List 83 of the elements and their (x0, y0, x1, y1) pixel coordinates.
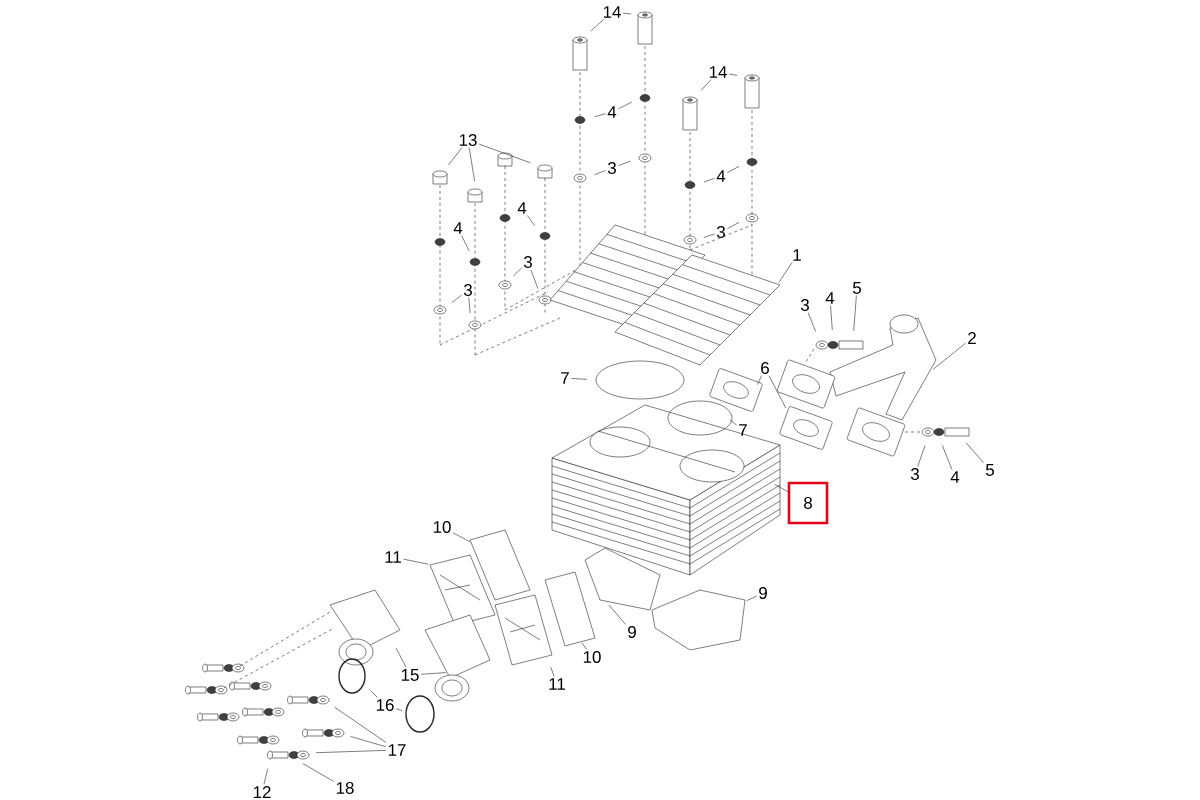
callout-number: 3 (800, 299, 809, 311)
leader-line (917, 445, 926, 467)
leader-line (461, 235, 470, 252)
callout-number: 9 (628, 626, 636, 638)
leader-line (965, 442, 984, 463)
leader-line (350, 736, 387, 748)
callout-number: 6 (761, 362, 769, 374)
callout-number: 3 (463, 284, 472, 296)
callout-number: 4 (607, 106, 617, 118)
leader-line (729, 419, 737, 426)
leader-line (703, 233, 715, 238)
leader-line (581, 642, 587, 650)
leader-line (395, 647, 407, 668)
leader-line (370, 690, 378, 698)
leader-line (700, 79, 712, 91)
callout-number: 2 (968, 332, 976, 344)
leader-line (932, 342, 966, 370)
callout-number: 4 (950, 471, 960, 483)
callout-number: 9 (759, 587, 767, 599)
callout-number: 16 (376, 699, 394, 711)
leader-line (420, 672, 447, 675)
leader-line (727, 166, 740, 173)
leader-line (746, 595, 757, 601)
leader-line (334, 706, 387, 743)
leader-line (757, 375, 762, 385)
callout-number: 13 (459, 134, 477, 146)
callout-number: 11 (549, 678, 565, 690)
callout-number: 18 (336, 782, 354, 794)
callout-number: 5 (985, 464, 994, 476)
callout-number: 3 (607, 162, 616, 174)
leader-line (594, 170, 606, 176)
callout-number: 4 (453, 222, 463, 234)
leader-line (774, 484, 788, 492)
callout-number: 4 (517, 202, 527, 214)
leader-line (452, 532, 471, 543)
callout-number: 7 (561, 372, 569, 384)
leader-line (478, 143, 531, 164)
leader-line (622, 12, 632, 15)
highlighted-callout: 8 (787, 481, 829, 525)
callout-number: 7 (739, 424, 747, 436)
callout-number: 4 (825, 292, 835, 304)
leader-line (448, 147, 463, 166)
callout-number: 17 (388, 744, 406, 756)
leader-line (618, 160, 631, 166)
callout-number: 11 (385, 551, 401, 563)
callout-number: 15 (401, 669, 419, 681)
leader-line (830, 305, 833, 331)
leader-line (703, 178, 715, 183)
leader-line (768, 375, 787, 409)
leader-line (618, 101, 633, 110)
leader-line (550, 666, 555, 677)
callout-number: 3 (523, 256, 532, 268)
leader-line (727, 222, 740, 229)
callout-number: 12 (253, 786, 271, 798)
leader-line (302, 763, 335, 782)
callout-number: 3 (716, 226, 725, 238)
callout-number: 4 (716, 170, 726, 182)
callout-number: 5 (852, 282, 861, 294)
leader-line (807, 312, 816, 332)
callout-number: 3 (910, 468, 919, 480)
leader-line (468, 147, 475, 182)
callout-number: 1 (793, 249, 801, 261)
leader-line (590, 19, 604, 32)
leader-line (403, 558, 429, 565)
leader-line (468, 297, 471, 314)
leader-line (942, 445, 953, 470)
leader-line (571, 378, 588, 380)
leader-line (513, 267, 522, 277)
leader-line (451, 294, 462, 303)
leader-line (530, 269, 539, 289)
callout-number: 14 (709, 66, 727, 78)
leader-line (608, 604, 626, 625)
leader-line (853, 295, 857, 332)
leader-line (395, 708, 403, 711)
leader-line (778, 262, 793, 283)
leader-line (728, 73, 738, 76)
leader-line (315, 750, 387, 753)
callout-number: 14 (603, 6, 621, 18)
callout-number: 10 (433, 521, 451, 533)
leader-line (594, 113, 606, 117)
leader-line (263, 768, 269, 785)
callout-number: 10 (583, 651, 601, 663)
leader-line (527, 215, 535, 226)
